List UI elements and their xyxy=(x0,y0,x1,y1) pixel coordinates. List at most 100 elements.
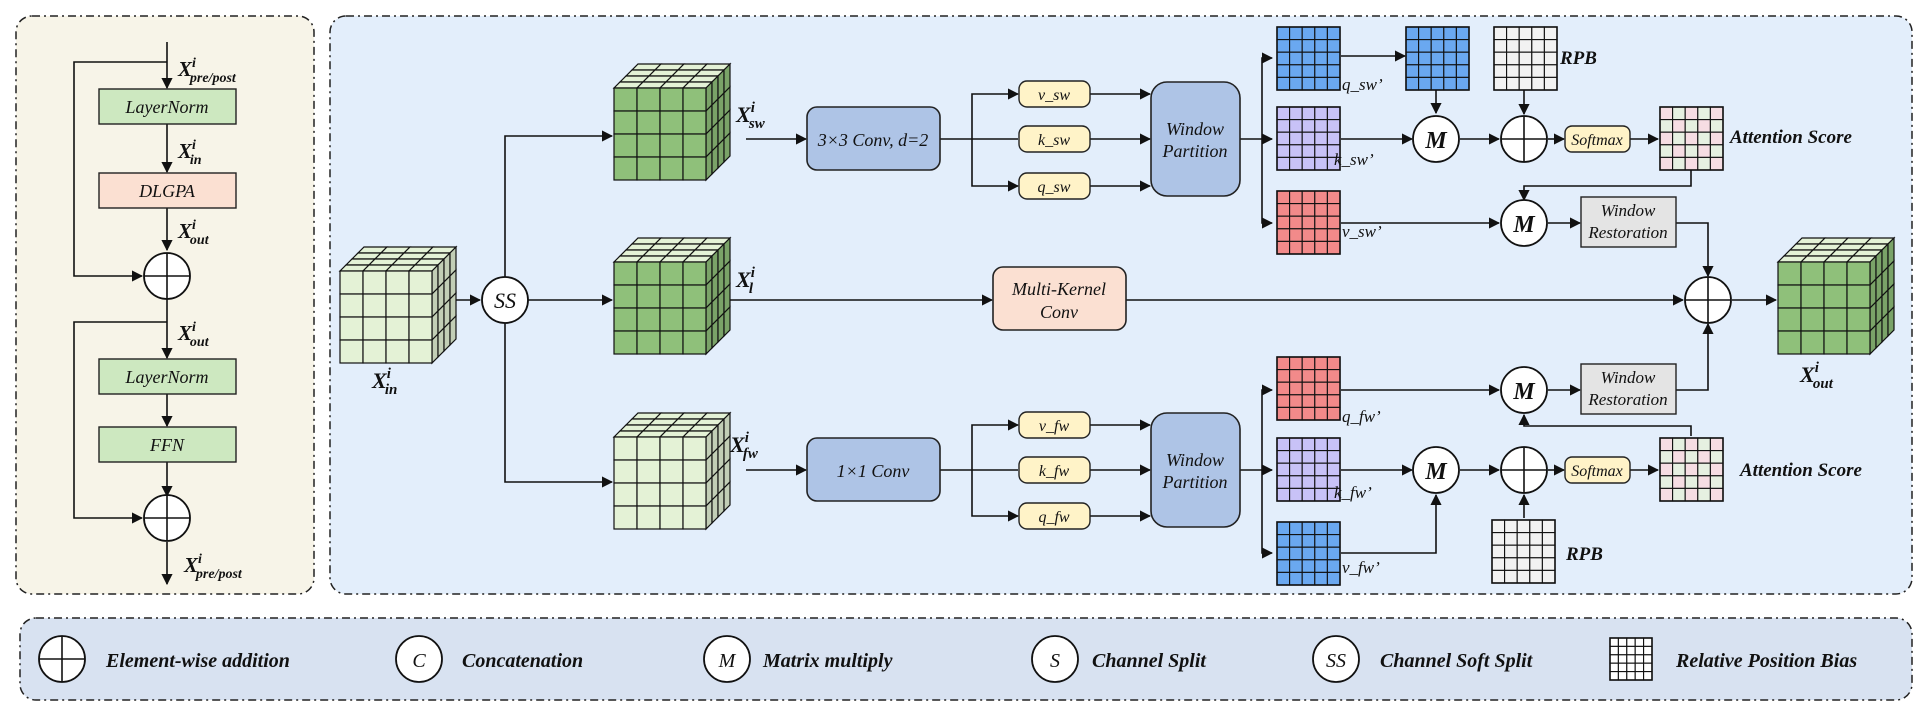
conv-sw-box xyxy=(806,106,941,171)
attention-grid-top xyxy=(1659,106,1724,171)
k-sw-label: k_sw xyxy=(1038,132,1070,149)
k-fw-label: k_fw xyxy=(1039,463,1070,480)
main-edges xyxy=(452,50,1778,559)
main-nodes: SS 3×3 Conv, d=2 1×1 Conv Multi-Kernel C… xyxy=(371,48,1862,577)
k-sw-box xyxy=(1018,125,1091,153)
legend-label-soft-split: Channel Soft Split xyxy=(1380,650,1534,672)
q-fw-prime-label: q_fw’ xyxy=(1342,407,1381,426)
legend-matmul-icon xyxy=(703,635,751,683)
window-restoration-bottom-label-2: Restoration xyxy=(1587,390,1667,409)
q-fw-label: q_fw xyxy=(1038,509,1069,526)
legend-label-rpb: Relative Position Bias xyxy=(1675,650,1857,672)
v-fw-prime-label: v_fw’ xyxy=(1342,558,1380,577)
legend-matmul-symbol: M xyxy=(718,650,737,672)
legend-soft-split-symbol: SS xyxy=(1326,650,1346,672)
k-sw-prime-grid xyxy=(1276,106,1341,171)
conv-fw-label: 1×1 Conv xyxy=(837,461,910,481)
legend-grid-icon xyxy=(1609,637,1653,681)
q-sw-prime-grid xyxy=(1276,26,1341,91)
k-fw-prime-label: k_fw’ xyxy=(1334,483,1372,502)
x-in-cube xyxy=(338,245,458,365)
attention-score-label-bottom: Attention Score xyxy=(1739,460,1862,481)
matrix-grids xyxy=(1276,26,1724,586)
matmul-node-2 xyxy=(1500,199,1548,247)
window-restoration-box-bottom xyxy=(1580,363,1677,415)
window-partition-box-top xyxy=(1150,81,1241,197)
k-sw-prime-label: k_sw’ xyxy=(1334,150,1374,169)
softmax-box-bottom xyxy=(1564,456,1631,484)
ffn-label: FFN xyxy=(149,435,185,455)
x-out-cube xyxy=(1776,236,1896,356)
k-fw-prime-grid xyxy=(1276,437,1341,502)
conv-fw-box xyxy=(806,437,941,502)
window-restoration-top-label-1: Window xyxy=(1601,201,1656,220)
k-sw-t-grid xyxy=(1405,26,1470,91)
legend-split-symbol: S xyxy=(1050,650,1060,672)
k-fw-box xyxy=(1018,456,1091,484)
matmul-label-2: M xyxy=(1512,212,1536,238)
legend-label-matmul: Matrix multiply xyxy=(762,650,893,672)
x-fw-cube xyxy=(612,411,732,531)
q-fw-prime-grid xyxy=(1276,356,1341,421)
window-partition-bottom-label-2: Partition xyxy=(1161,472,1227,492)
v-fw-prime-grid xyxy=(1276,521,1341,586)
v-sw-box xyxy=(1018,80,1091,108)
legend-concat-icon xyxy=(395,635,443,683)
attention-score-label-top: Attention Score xyxy=(1729,127,1852,148)
rpb-grid-bottom xyxy=(1491,519,1556,584)
ffn-box xyxy=(98,426,237,463)
legend-grid-shape xyxy=(1609,637,1653,681)
window-partition-bottom-label-1: Window xyxy=(1166,450,1224,470)
soft-split-node xyxy=(481,276,529,324)
softmax-label-bottom: Softmax xyxy=(1571,463,1623,480)
matmul-label-1: M xyxy=(1424,128,1448,154)
rpb-label-top: RPB xyxy=(1559,48,1597,69)
dlgpa-label: DLGPA xyxy=(138,181,196,201)
legend-soft-split-icon xyxy=(1312,635,1360,683)
legend-split-icon xyxy=(1031,635,1079,683)
legend-label-split: Channel Split xyxy=(1092,650,1207,672)
q-sw-prime-label: q_sw’ xyxy=(1342,75,1383,94)
matmul-node-3 xyxy=(1500,366,1548,414)
rpb-label-bottom: RPB xyxy=(1565,544,1603,565)
matmul-label-4: M xyxy=(1424,459,1448,485)
legend-add-icon xyxy=(38,635,86,683)
v-fw-box xyxy=(1018,411,1091,439)
soft-split-label: SS xyxy=(494,288,516,313)
x-l-cube xyxy=(612,236,732,356)
multi-kernel-conv-box xyxy=(992,266,1127,331)
window-restoration-top-label-2: Restoration xyxy=(1587,223,1667,242)
window-partition-box-bottom xyxy=(1150,412,1241,528)
v-fw-label: v_fw xyxy=(1039,418,1070,435)
x-sw-cube xyxy=(612,62,732,182)
add-node-fusion xyxy=(1684,276,1732,324)
layernorm-label-2: LayerNorm xyxy=(124,367,208,387)
window-partition-top-label-1: Window xyxy=(1166,119,1224,139)
conv-sw-label: 3×3 Conv, d=2 xyxy=(817,130,928,150)
attention-grid-bottom xyxy=(1659,437,1724,502)
rpb-grid-top xyxy=(1493,26,1558,91)
q-sw-label: q_sw xyxy=(1038,179,1071,196)
add-node-top xyxy=(1500,115,1548,163)
add-node-bottom xyxy=(1500,446,1548,494)
q-fw-box xyxy=(1018,502,1091,530)
window-restoration-bottom-label-1: Window xyxy=(1601,368,1656,387)
softmax-box-top xyxy=(1564,125,1631,153)
layernorm-label-1: LayerNorm xyxy=(124,97,208,117)
multi-kernel-label-1: Multi-Kernel xyxy=(1011,279,1106,299)
legend-label-concat: Concatenation xyxy=(462,650,583,672)
legend: Element-wise addition C Concatenation M … xyxy=(38,635,1857,683)
feature-cubes xyxy=(338,62,1896,531)
q-sw-box xyxy=(1018,172,1091,200)
legend-concat-symbol: C xyxy=(412,650,426,672)
